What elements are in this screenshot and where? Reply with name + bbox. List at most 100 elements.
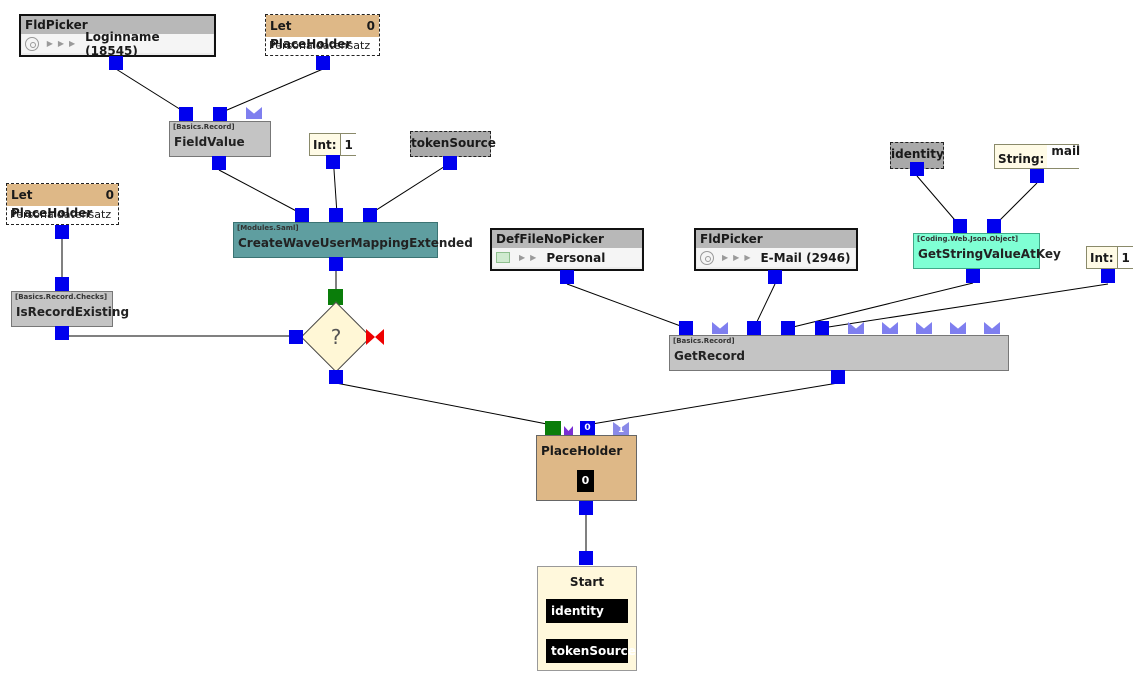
placeholder-input-port-2[interactable] [564,426,573,437]
node-index: 0 [105,188,114,202]
start-node[interactable]: Start identity tokenSource [537,566,637,671]
fldpicker-loginname-node[interactable]: FldPicker ▶ ▶ ▶ Loginname (18545) [19,14,216,58]
int-output-port[interactable] [326,155,340,169]
getstring-input-port-1[interactable] [953,219,967,233]
deffile-output-port[interactable] [560,270,574,284]
fieldvalue-input-port-3[interactable] [246,107,262,119]
fldpicker-email-node[interactable]: FldPicker ▶ ▶ ▶ E-Mail (2946) [694,228,858,271]
node-namespace: [Coding.Web.Json.Object] [917,235,1019,243]
fldpicker-login-output-port[interactable] [109,56,123,70]
decision-input-port[interactable] [289,330,303,344]
decision-true-port[interactable] [328,289,343,305]
deffilenopicker-node[interactable]: DefFileNoPicker ▶ ▶ Personal [490,228,644,271]
picker-value-row[interactable]: ▶ ▶ Personal [493,248,641,267]
int2-output-port[interactable] [1101,269,1115,283]
letph-left-output-port[interactable] [55,225,69,239]
node-namespace: [Basics.Record.Checks] [15,293,108,301]
isrecord-output-port[interactable] [55,326,69,340]
decision-symbol: ? [330,325,342,349]
start-param-identity[interactable]: identity [546,599,628,623]
node-value: Personaldatensatz [10,208,112,221]
createwave-input-port-3[interactable] [363,208,377,222]
fieldvalue-input-port-2[interactable] [213,107,227,121]
createwave-output-port[interactable] [329,257,343,271]
getrecord-output-port[interactable] [831,370,845,384]
identity-constant-node[interactable]: identity [890,142,944,169]
placeholder-true-port[interactable] [545,421,561,437]
arrow-right-icon: ▶ [530,253,537,262]
placeholder-node[interactable]: PlaceHolder 0 [536,435,637,501]
identity-output-port[interactable] [910,162,924,176]
node-name: GetStringValueAtKey [918,247,1061,261]
createwave-node[interactable]: [Modules.Saml] CreateWaveUserMappingExte… [233,222,473,258]
getrecord-input-port-2[interactable] [712,322,728,334]
string-constant-node[interactable]: String: mail [994,144,1085,169]
picker-value-row[interactable]: ▶ ▶ ▶ E-Mail (2946) [697,248,855,267]
node-title: Let PlaceHolder [270,19,352,51]
node-title: FldPicker [696,230,856,248]
int-constant-node[interactable]: Int: 1 [1086,246,1134,269]
gear-icon [25,36,39,51]
decision-false-port[interactable] [366,329,384,345]
getrecord-node[interactable]: [Basics.Record] GetRecord [669,335,1009,371]
wire-getrecord-placeholder [585,382,839,426]
isrecord-input-port[interactable] [55,277,69,291]
node-name: FieldValue [174,135,245,149]
getrecord-input-port-7[interactable] [882,322,898,334]
const-value[interactable]: 1 [339,134,357,155]
tokensource-output-port[interactable] [443,156,457,170]
arrow-right-icon: ▶ [733,253,740,262]
tokensource-constant-node[interactable]: tokenSource [410,131,496,157]
decision-output-port[interactable] [329,370,343,384]
getrecord-input-port-1[interactable] [679,321,693,335]
const-key: Int: [1090,251,1114,265]
const-value[interactable]: mail [1047,145,1085,168]
node-name: GetRecord [674,349,745,363]
getstringvalueatkey-node[interactable]: [Coding.Web.Json.Object] GetStringValueA… [913,233,1061,269]
arrow-right-icon: ▶ [46,39,53,48]
arrow-right-icon: ▶ [744,253,751,262]
getrecord-input-port-3[interactable] [747,321,761,335]
fieldvalue-node[interactable]: [Basics.Record] FieldValue [169,121,271,157]
wire-fldpicker-fieldvalue [115,68,187,114]
createwave-input-port-1[interactable] [295,208,309,222]
node-title: DefFileNoPicker [492,230,642,248]
int-constant-node[interactable]: Int: 1 [309,133,357,156]
node-title: Start [569,575,605,589]
start-input-port[interactable] [579,551,593,565]
const-key: String: [998,152,1045,166]
node-title: FldPicker [21,16,214,34]
start-param-tokensource[interactable]: tokenSource [546,639,636,663]
picker-value-row[interactable]: ▶ ▶ ▶ Loginname (18545) [22,30,213,58]
email-output-port[interactable] [768,270,782,284]
isrecordexisting-node[interactable]: [Basics.Record.Checks] IsRecordExisting [11,291,129,327]
node-index: 0 [366,19,375,33]
letph-top-output-port[interactable] [316,56,330,70]
createwave-input-port-2[interactable] [329,208,343,222]
placeholder-input-port-4[interactable]: 1 [613,422,629,436]
getrecord-input-port-6[interactable] [848,322,864,334]
string-output-port[interactable] [1030,169,1044,183]
const-key: Int: [313,138,337,152]
getrecord-input-port-9[interactable] [950,322,966,334]
arrow-right-icon: ▶ [57,39,64,48]
getrecord-input-port-8[interactable] [916,322,932,334]
getstring-input-port-2[interactable] [987,219,1001,233]
wire-fieldvalue-createwave [218,169,303,215]
getstring-output-port[interactable] [966,269,980,283]
arrow-right-icon: ▶ [722,253,729,262]
const-value[interactable]: 1 [1116,247,1134,268]
placeholder-input-port-3[interactable]: 0 [580,421,595,437]
node-name: PlaceHolder [541,444,623,458]
node-label: identity [891,147,944,161]
picker-value: Loginname (18545) [85,29,160,58]
placeholder-output-port[interactable] [579,501,593,515]
fieldvalue-input-port-1[interactable] [179,107,193,121]
getrecord-input-port-5[interactable] [815,321,829,335]
getrecord-input-port-10[interactable] [984,322,1000,334]
fieldvalue-output-port[interactable] [212,156,226,170]
getrecord-input-port-4[interactable] [781,321,795,335]
folder-icon [496,252,510,263]
